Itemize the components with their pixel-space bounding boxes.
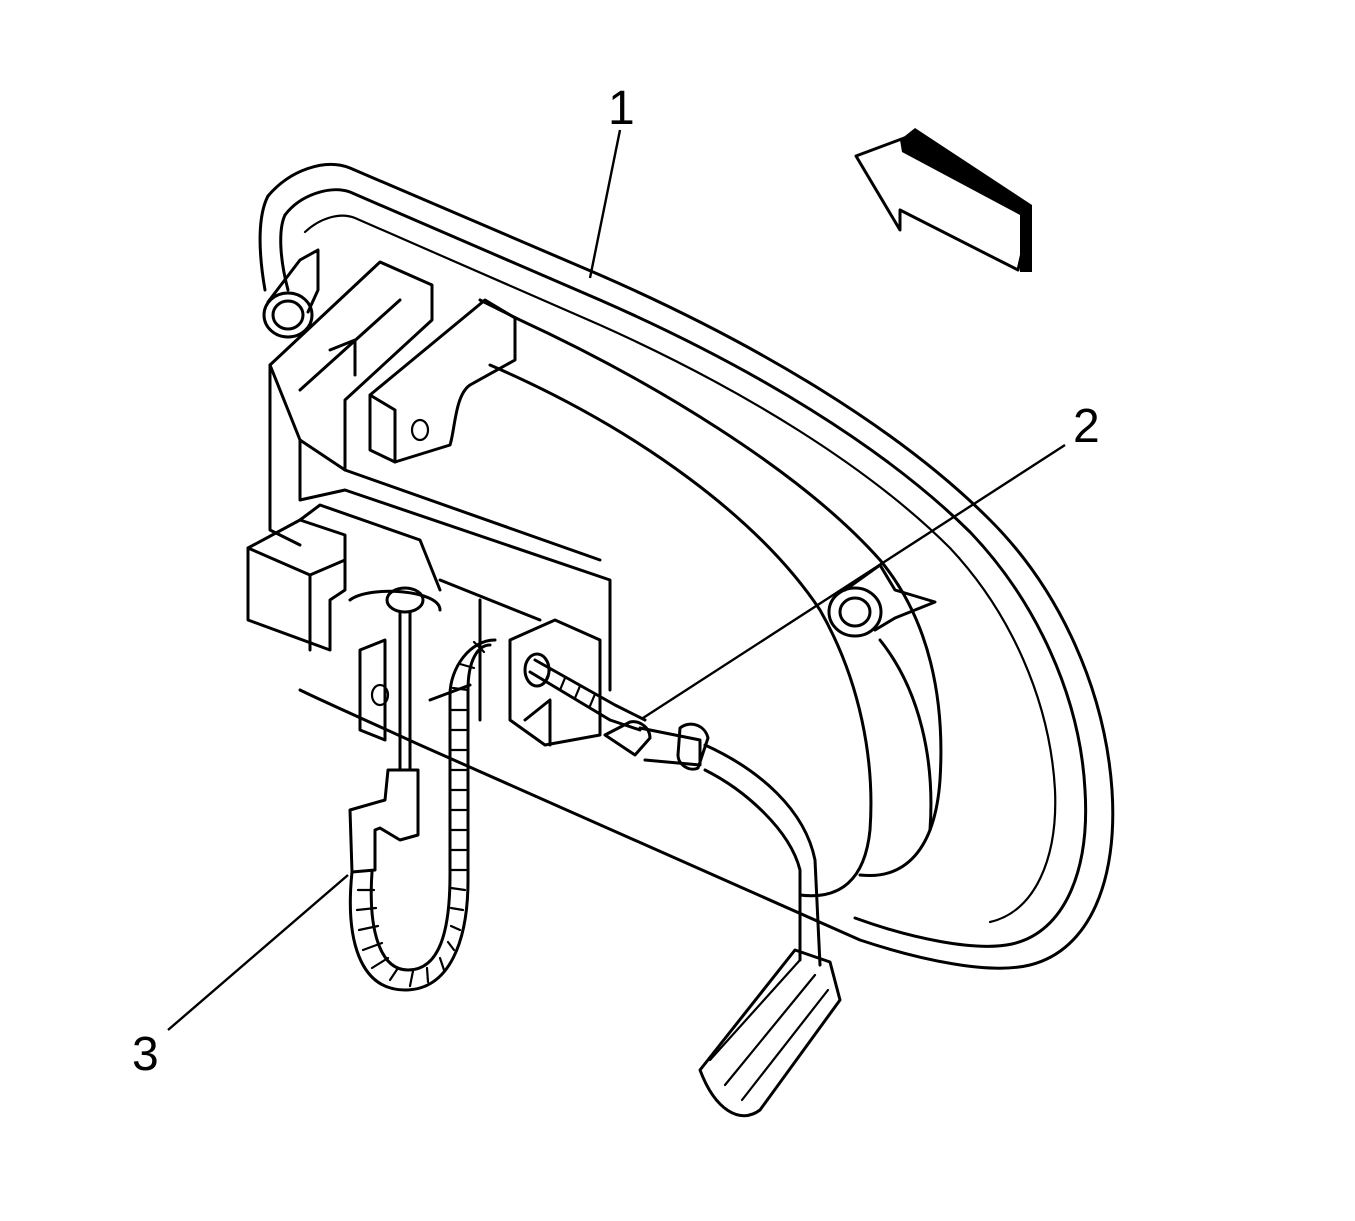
handle-cavity xyxy=(478,298,943,898)
leaders xyxy=(167,129,1066,1031)
cable-3 xyxy=(348,638,497,992)
callout-3: 3 xyxy=(132,1028,159,1081)
handle-bezel xyxy=(258,163,1115,970)
callout-1: 1 xyxy=(608,82,635,135)
leader-1 xyxy=(588,129,622,279)
direction-arrow-icon xyxy=(854,128,1032,272)
lock-rod xyxy=(348,610,420,874)
cable-2 xyxy=(528,658,842,1118)
leader-2 xyxy=(642,443,1066,720)
lock-bracket xyxy=(268,260,612,692)
upper-mounting-post xyxy=(262,248,320,339)
callout-2: 2 xyxy=(1073,400,1100,453)
leader-3 xyxy=(167,874,349,1031)
